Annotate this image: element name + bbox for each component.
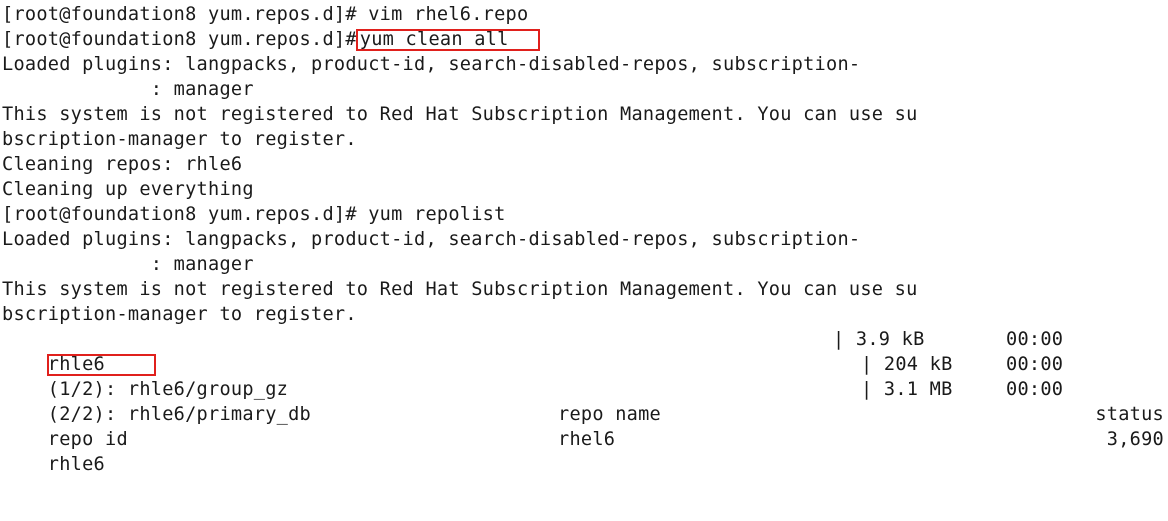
download-name: (1/2): rhle6/group_gz — [47, 379, 289, 400]
table-row: rhle6 rhel6 3,690 — [2, 427, 1168, 475]
download-size: | 204 kB — [861, 354, 953, 375]
repo-name-cell: rhel6 — [558, 429, 616, 450]
download-row: (2/2): rhle6/primary_db | 3.1 MB 00:00 — [2, 377, 1168, 425]
command-text: vim rhel6.repo — [356, 4, 529, 25]
repo-id-cell: rhle6 — [47, 454, 106, 475]
terminal-line: bscription-manager to register. — [2, 129, 357, 150]
shell-prompt: [root@foundation8 yum.repos.d]# — [2, 4, 357, 25]
terminal-line: bscription-manager to register. — [2, 304, 357, 325]
download-size: | 3.1 MB — [861, 379, 953, 400]
highlighted-repo-name: rhle6 — [46, 354, 157, 376]
column-header-repo-id: repo id — [47, 429, 128, 450]
download-row: rhle6 | 3.9 kB 00:00 — [2, 327, 1168, 376]
download-time: 00:00 — [1006, 354, 1064, 375]
shell-prompt: [root@foundation8 yum.repos.d]# — [2, 29, 357, 50]
column-header-repo-name: repo name — [558, 404, 661, 425]
terminal-line: Cleaning up everything — [2, 179, 254, 200]
terminal-line: This system is not registered to Red Hat… — [2, 104, 918, 125]
repo-status-cell: 3,690 — [1106, 429, 1164, 450]
shell-prompt: [root@foundation8 yum.repos.d]# — [2, 204, 357, 225]
terminal-line: [root@foundation8 yum.repos.d]# yum repo… — [2, 202, 1168, 227]
terminal-line: Loaded plugins: langpacks, product-id, s… — [2, 229, 861, 250]
terminal-line: [root@foundation8 yum.repos.d]# vim rhel… — [2, 2, 1168, 27]
highlighted-command: yum clean all — [355, 29, 540, 51]
terminal-line: Cleaning repos: rhle6 — [2, 154, 243, 175]
terminal-line: This system is not registered to Red Hat… — [2, 279, 918, 300]
terminal-line: Loaded plugins: langpacks, product-id, s… — [2, 54, 861, 75]
terminal-line: : manager — [2, 79, 254, 100]
download-name: (2/2): rhle6/primary_db — [47, 404, 312, 425]
column-header-status: status — [1095, 404, 1164, 425]
download-row: (1/2): rhle6/group_gz | 204 kB 00:00 — [2, 352, 1168, 400]
command-text: yum repolist — [356, 204, 506, 225]
download-time: 00:00 — [1006, 379, 1064, 400]
download-size: | 3.9 kB — [833, 329, 925, 350]
terminal-line: [root@foundation8 yum.repos.d]#yum clean… — [2, 27, 1168, 52]
download-time: 00:00 — [1006, 329, 1064, 350]
table-header: repo id repo name status — [2, 402, 1168, 450]
terminal-line: : manager — [2, 254, 254, 275]
